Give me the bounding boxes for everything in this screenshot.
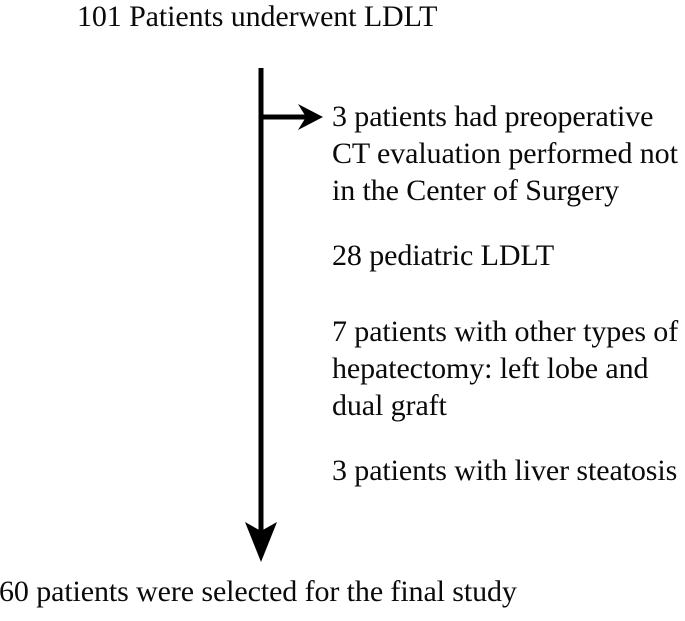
- main-arrow-head: [245, 522, 277, 562]
- flowchart-title-node: 101 Patients underwent LDLT: [77, 0, 438, 33]
- exclusion-node-4: 3 patients with liver steatosis: [332, 454, 678, 487]
- exclusion-node-2: 28 pediatric LDLT: [332, 239, 555, 272]
- branch-arrow-head: [298, 104, 323, 130]
- flowchart-outcome-node: 60 patients were selected for the final …: [0, 575, 517, 608]
- exclusion-node-3: 7 patients with other types of hepatecto…: [332, 315, 679, 422]
- main-vertical-arrow: [245, 68, 277, 562]
- exclusion-node-1: 3 patients had preoperative CT evaluatio…: [332, 100, 678, 207]
- exclusion-branch-arrow: [261, 104, 323, 130]
